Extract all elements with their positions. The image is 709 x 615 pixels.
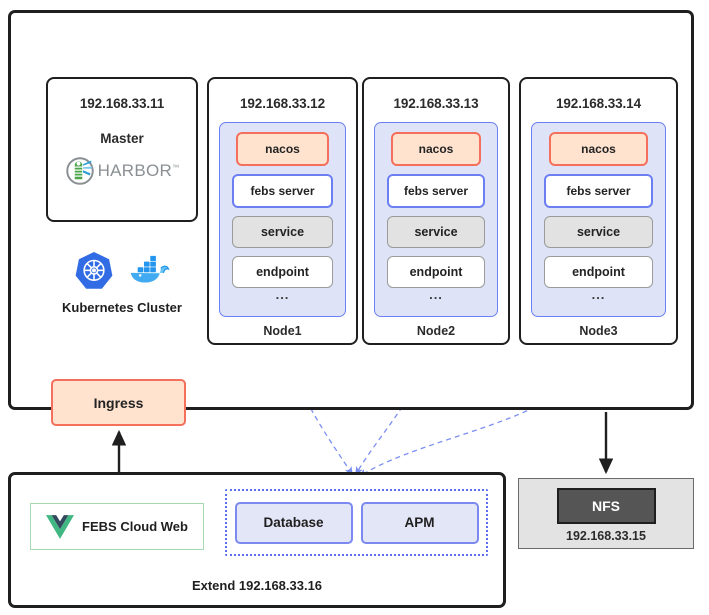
master-node-card[interactable]: 192.168.33.11 Master HARBOR™	[46, 77, 198, 222]
vue-logo-icon	[46, 514, 75, 539]
pod-endpoint[interactable]: endpoint	[232, 256, 333, 288]
pod-nacos[interactable]: nacos	[391, 132, 481, 166]
platform-icons-group: Kubernetes Cluster	[46, 248, 198, 315]
ingress-label: Ingress	[93, 394, 144, 411]
febs-cloud-web-label: FEBS Cloud Web	[82, 519, 188, 534]
nfs-inner-label: NFS	[556, 488, 656, 524]
pod-panel: nacos febs server service endpoint ...	[531, 122, 666, 317]
worker-node-card[interactable]: 192.168.33.14 nacos febs server service …	[519, 77, 678, 345]
node-ip-label: 192.168.33.13	[393, 96, 479, 111]
pod-febs-server[interactable]: febs server	[387, 174, 485, 208]
master-role-label: Master	[100, 131, 144, 146]
nfs-ip-label: 192.168.33.15	[566, 529, 646, 543]
pod-more-ellipsis: ...	[591, 287, 606, 302]
node-ip-label: 192.168.33.12	[239, 96, 326, 111]
pod-more-ellipsis: ...	[429, 287, 443, 302]
node-name-label: Node1	[263, 324, 302, 338]
pod-nacos[interactable]: nacos	[236, 132, 329, 166]
pod-service[interactable]: service	[232, 216, 333, 248]
apm-box[interactable]: APM	[360, 501, 479, 544]
platform-caption: Kubernetes Cluster	[62, 300, 182, 315]
database-box[interactable]: Database	[234, 501, 353, 544]
node-name-label: Node2	[416, 324, 456, 338]
pod-endpoint[interactable]: endpoint	[387, 256, 485, 288]
node-name-label: Node3	[579, 324, 618, 338]
nodes-to-datastore-arrows	[286, 349, 589, 477]
pod-more-ellipsis: ...	[275, 287, 290, 302]
harbor-wordmark: HARBOR™	[97, 161, 180, 180]
ingress-box[interactable]: Ingress	[51, 379, 186, 426]
febs-cloud-web-box[interactable]: FEBS Cloud Web	[30, 503, 204, 550]
worker-node-card[interactable]: 192.168.33.12 nacos febs server service …	[207, 77, 358, 345]
harbor-logo: HARBOR™	[48, 156, 196, 186]
worker-node-card[interactable]: 192.168.33.13 nacos febs server service …	[362, 77, 510, 345]
pod-nacos[interactable]: nacos	[549, 132, 648, 166]
docker-icon	[130, 255, 170, 283]
pod-service[interactable]: service	[387, 216, 485, 248]
node-ip-label: 192.168.33.14	[555, 96, 642, 111]
pod-febs-server[interactable]: febs server	[232, 174, 333, 208]
extend-ip-label: Extend 192.168.33.16	[191, 578, 323, 593]
kubernetes-icon	[75, 251, 113, 289]
pod-endpoint[interactable]: endpoint	[544, 256, 653, 288]
extend-services-group: Database APM	[225, 489, 488, 556]
harbor-logo-icon	[65, 157, 94, 185]
harbor-trademark: ™	[172, 164, 180, 172]
pod-febs-server[interactable]: febs server	[544, 174, 653, 208]
pod-panel: nacos febs server service endpoint ...	[219, 122, 346, 317]
master-ip-label: 192.168.33.11	[79, 96, 165, 111]
pod-panel: nacos febs server service endpoint ...	[374, 122, 498, 317]
pod-service[interactable]: service	[544, 216, 653, 248]
nfs-storage-box[interactable]: NFS 192.168.33.15	[518, 478, 694, 549]
